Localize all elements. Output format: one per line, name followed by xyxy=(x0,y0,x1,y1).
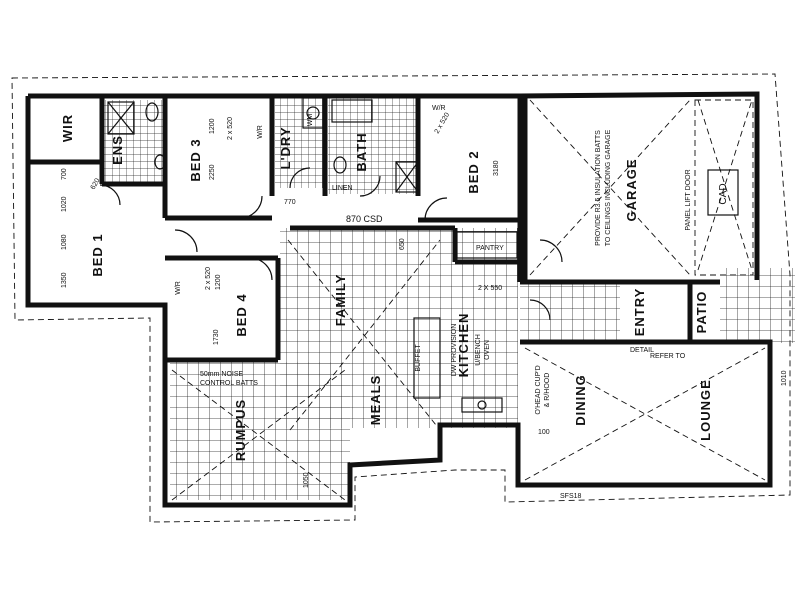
label-noise-2: CONTROL BATTS xyxy=(200,380,258,387)
room-label-meals: MEALS xyxy=(368,375,383,426)
label-cad: CAD xyxy=(718,183,729,204)
dim-1350: 1350 xyxy=(61,272,68,288)
room-label-family: FAMILY xyxy=(333,274,348,326)
dim-1200-bed4: 1200 xyxy=(215,274,222,290)
room-label-patio: PATIO xyxy=(694,291,709,334)
dim-1020: 1020 xyxy=(61,196,68,212)
room-label-lounge: LOUNGE xyxy=(698,379,713,441)
ceiling-lines xyxy=(171,99,766,501)
tiled-bath-floor xyxy=(328,96,420,194)
tiled-rumpus-floor xyxy=(170,362,350,500)
room-label-rumpus: RUMPUS xyxy=(233,399,248,461)
room-label-bed3: BED 3 xyxy=(188,138,203,181)
dim-1730: 1730 xyxy=(213,329,220,345)
dim-2x520-bed2: 2 x 520 xyxy=(434,112,452,135)
label-kitchen-note-1: DW PROVISION xyxy=(451,324,458,377)
label-kitchen-note-2: U/BENCH xyxy=(475,334,482,366)
dim-100: 100 xyxy=(538,429,550,436)
room-label-wir: WIR xyxy=(60,114,75,142)
label-garage-note-2: TO CEILINGS INCLUDING GARAGE xyxy=(605,129,612,246)
room-label-ldry: L'DRY xyxy=(278,127,293,170)
label-linen: LINEN xyxy=(332,185,353,192)
label-overhead-1: O'HEAD CUP'D xyxy=(535,365,542,414)
room-label-garage: GARAGE xyxy=(624,158,639,221)
room-label-kitchen: KITCHEN xyxy=(456,313,471,378)
dim-2x520-bed3: 2 x 520 xyxy=(227,117,234,140)
dim-1050: 1050 xyxy=(303,472,310,488)
dim-2250: 2250 xyxy=(209,164,216,180)
dim-3180: 3180 xyxy=(493,160,500,176)
room-label-bath: BATH xyxy=(354,132,369,171)
tiled-ens-floor xyxy=(102,100,164,182)
label-overhead-2: & R/HOOD xyxy=(544,373,551,408)
label-panel-lift-door: PANEL LIFT DOOR xyxy=(685,169,692,230)
dim-1010: 1010 xyxy=(781,370,788,386)
tiled-entry-floor xyxy=(520,282,620,340)
dim-2x520-bed4: 2 x 520 xyxy=(205,267,212,290)
dim-sfs18: SFS18 xyxy=(560,493,582,500)
label-wm: WM xyxy=(307,114,314,127)
label-buffet: BUFFET xyxy=(415,344,422,372)
label-refer-2: DETAIL xyxy=(630,347,654,354)
dim-620: 620 xyxy=(90,177,102,191)
room-label-bed2: BED 2 xyxy=(466,150,481,193)
door-swings xyxy=(99,167,563,321)
room-label-ens: ENS xyxy=(110,135,125,165)
room-label-bed4: BED 4 xyxy=(234,293,249,336)
label-wr-bed2: W/R xyxy=(432,105,446,112)
dim-770: 770 xyxy=(284,199,296,206)
tiled-patio-floor xyxy=(720,268,795,343)
dim-870csd: 870 CSD xyxy=(346,214,383,224)
label-wr-bed3: W/R xyxy=(257,125,264,139)
label-wr-bed4: W/R xyxy=(175,281,182,295)
fixtures xyxy=(107,97,518,413)
dim-1200-bed3: 1200 xyxy=(209,118,216,134)
room-label-entry: ENTRY xyxy=(632,288,647,337)
label-garage-note-1: PROVIDE R3.5 INSULATION BATTS xyxy=(595,130,602,246)
room-label-bed1: BED 1 xyxy=(90,233,105,276)
label-noise-1: 50mm NOISE xyxy=(200,371,244,378)
external-walls xyxy=(25,91,773,508)
dim-700: 700 xyxy=(61,168,68,180)
label-pantry: PANTRY xyxy=(476,245,504,252)
dim-1080: 1080 xyxy=(61,234,68,250)
internal-walls xyxy=(28,94,720,363)
label-kitchen-note-3: OVEN xyxy=(484,340,491,360)
panel-lift-door-outline xyxy=(694,99,754,276)
dim-2x550: 2 X 550 xyxy=(478,285,502,292)
room-label-dining: DINING xyxy=(573,374,588,426)
dim-650: 650 xyxy=(399,238,406,250)
label-refer-1: REFER TO xyxy=(650,353,686,360)
cad-box xyxy=(707,169,739,216)
